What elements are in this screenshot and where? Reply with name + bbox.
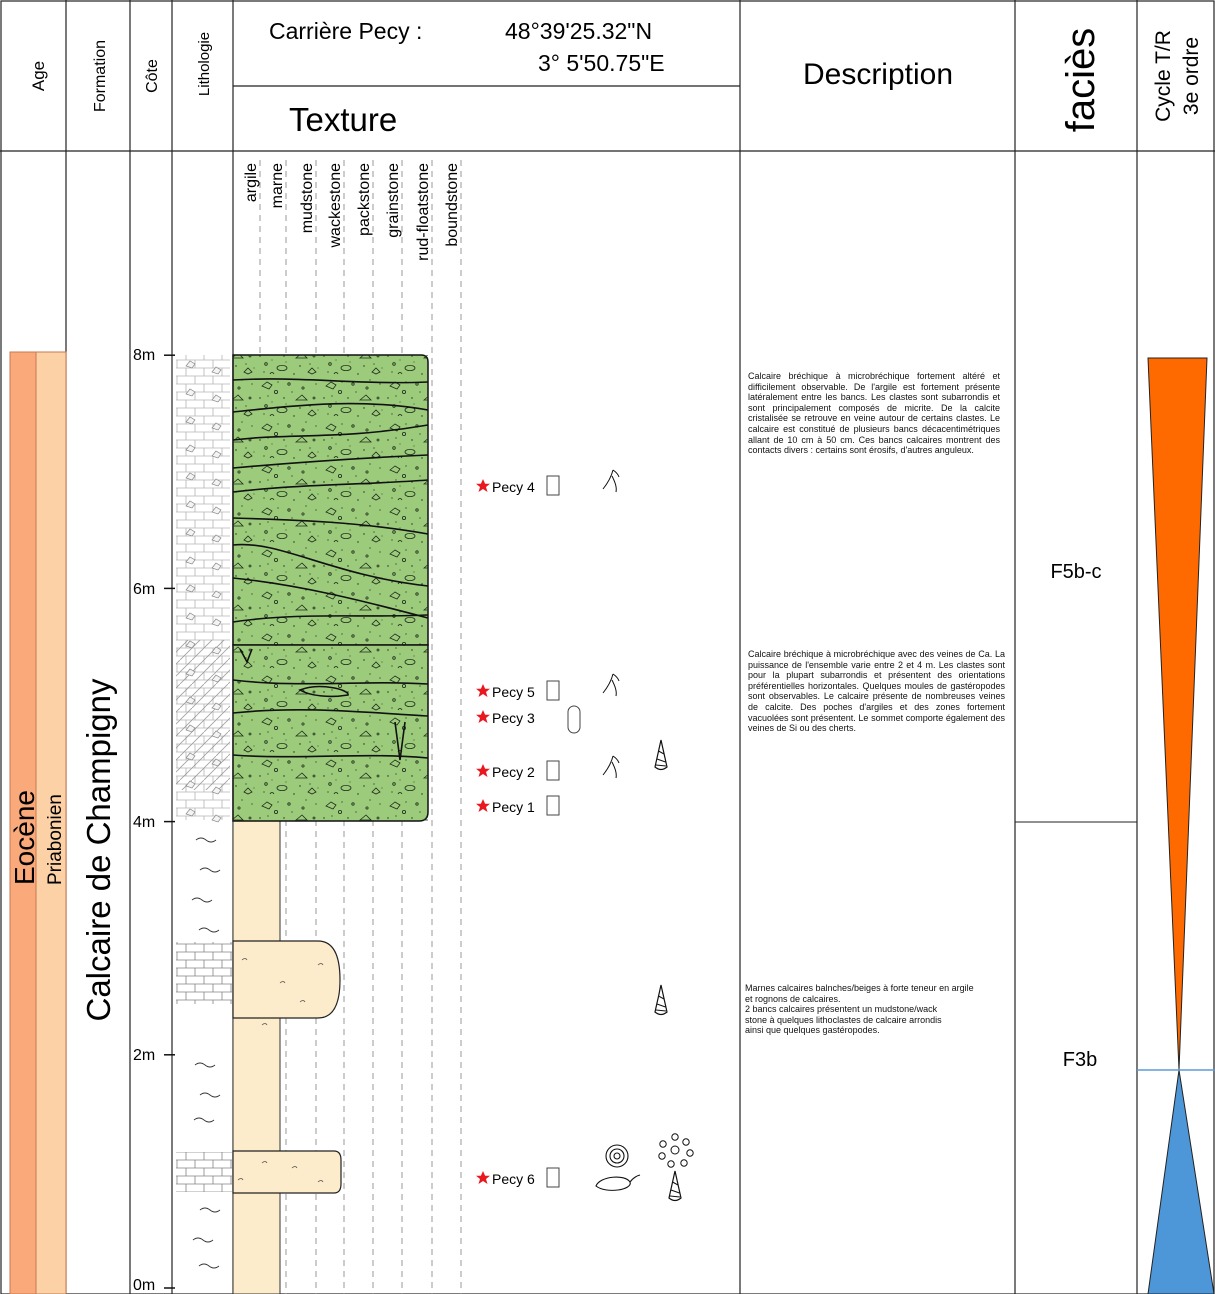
facies-label-upper: F5b-c bbox=[1050, 561, 1101, 583]
transgressive-hemicycle bbox=[1147, 357, 1208, 1071]
sample-box-icon bbox=[546, 475, 560, 496]
sample-pecy-5: Pecy 5 bbox=[476, 680, 560, 701]
epoch-bar bbox=[9, 351, 37, 1294]
sample-star-icon bbox=[476, 764, 490, 777]
sample-pecy-6: Pecy 6 bbox=[476, 1167, 560, 1188]
header-texture: Texture bbox=[289, 101, 397, 138]
facies-label-lower: F3b bbox=[1063, 1049, 1097, 1071]
texture-packstone: packstone bbox=[356, 163, 373, 236]
scale-label-8m: 8m bbox=[133, 347, 155, 364]
sample-star-icon bbox=[476, 479, 490, 492]
sample-pecy-2: Pecy 2 bbox=[476, 760, 560, 781]
svg-text:Pecy 3: Pecy 3 bbox=[492, 710, 535, 726]
lithology-column bbox=[176, 355, 232, 1269]
header-age: Age bbox=[29, 61, 48, 91]
stage-bar bbox=[35, 351, 67, 1294]
svg-text:Pecy 2: Pecy 2 bbox=[492, 764, 535, 780]
sample-star-icon bbox=[476, 799, 490, 812]
texture-marne: marne bbox=[269, 163, 286, 208]
sample-pecy-1: Pecy 1 bbox=[476, 795, 560, 816]
gastropod-icon bbox=[654, 739, 668, 771]
header-facies: faciès bbox=[1059, 28, 1103, 133]
marl-unit bbox=[232, 819, 281, 1294]
texture-class-labels: argile marne mudstone wackestone packsto… bbox=[243, 163, 461, 261]
sample-star-icon bbox=[476, 710, 490, 723]
header-site: Carrière Pecy : bbox=[269, 18, 422, 44]
regressive-hemicycle bbox=[1147, 1069, 1215, 1294]
breccia-units bbox=[232, 354, 429, 822]
formation-label: Calcaire de Champigny bbox=[80, 678, 117, 1022]
header-lithologie: Lithologie bbox=[196, 32, 213, 96]
svg-text:Pecy 6: Pecy 6 bbox=[492, 1171, 535, 1187]
header-longitude: 3° 5'50.75"E bbox=[538, 50, 665, 76]
scale-label-2m: 2m bbox=[133, 1047, 155, 1064]
svg-text:Pecy 5: Pecy 5 bbox=[492, 684, 535, 700]
header-cycle-line2: 3e ordre bbox=[1180, 37, 1203, 115]
gastropod-icon bbox=[654, 984, 668, 1016]
gastropod-icon bbox=[668, 1170, 682, 1202]
sample-box-icon bbox=[546, 680, 560, 701]
scale-label-4m: 4m bbox=[133, 814, 155, 831]
limestone-bed-upper bbox=[232, 940, 341, 1019]
texture-mudstone: mudstone bbox=[299, 163, 316, 233]
root-trace-icon bbox=[602, 673, 620, 697]
header-formation: Formation bbox=[92, 40, 109, 112]
sample-box-icon bbox=[546, 1167, 560, 1188]
description-middle: Calcaire bréchique à microbréchique avec… bbox=[748, 649, 1005, 734]
texture-wackestone: wackestone bbox=[327, 163, 344, 249]
sample-box-icon bbox=[546, 795, 560, 816]
limestone-bed-lower bbox=[232, 1150, 342, 1194]
root-trace-icon bbox=[602, 469, 620, 493]
texture-guides bbox=[259, 160, 462, 1294]
fossil-icons bbox=[595, 469, 694, 1202]
description-lower: Marnes calcaires balnches/beiges à forte… bbox=[745, 983, 974, 1036]
sample-pecy-4: Pecy 4 bbox=[476, 475, 560, 496]
ammonite-icon bbox=[605, 1144, 629, 1168]
limestone-clasts bbox=[237, 958, 324, 1183]
header-latitude: 48°39'25.32"N bbox=[505, 18, 652, 44]
texture-grainstone: grainstone bbox=[385, 163, 402, 238]
svg-text:Pecy 4: Pecy 4 bbox=[492, 479, 535, 495]
header-cycle-line1: Cycle T/R bbox=[1152, 30, 1175, 122]
lithoclast-icon bbox=[595, 1174, 641, 1191]
stage-label: Priabonien bbox=[45, 794, 66, 885]
description-upper: Calcaire bréchique à microbréchique fort… bbox=[748, 371, 1000, 456]
metre-scale: 8m 6m 4m 2m 0m bbox=[133, 347, 175, 1294]
root-trace-icon bbox=[602, 755, 620, 779]
sample-pecy-3: Pecy 3 bbox=[476, 705, 581, 734]
sample-star-icon bbox=[476, 684, 490, 697]
scale-label-6m: 6m bbox=[133, 581, 155, 598]
texture-argile: argile bbox=[243, 163, 260, 202]
texture-boundstone: boundstone bbox=[444, 163, 461, 247]
epoch-label: Eocène bbox=[9, 790, 40, 885]
samples: Pecy 4 Pecy 5 Pecy 3 Pecy 2 Pecy 1 Pecy … bbox=[476, 475, 581, 1188]
header-description: Description bbox=[803, 58, 953, 91]
header-cote: Côte bbox=[144, 59, 161, 93]
oncoid-icon bbox=[658, 1133, 694, 1168]
sample-star-icon bbox=[476, 1171, 490, 1184]
texture-rud-floatstone: rud-floatstone bbox=[415, 163, 432, 261]
scale-label-0m: 0m bbox=[133, 1277, 155, 1294]
svg-text:Pecy 1: Pecy 1 bbox=[492, 799, 535, 815]
core-plug-icon bbox=[567, 705, 581, 734]
sample-box-icon bbox=[546, 760, 560, 781]
